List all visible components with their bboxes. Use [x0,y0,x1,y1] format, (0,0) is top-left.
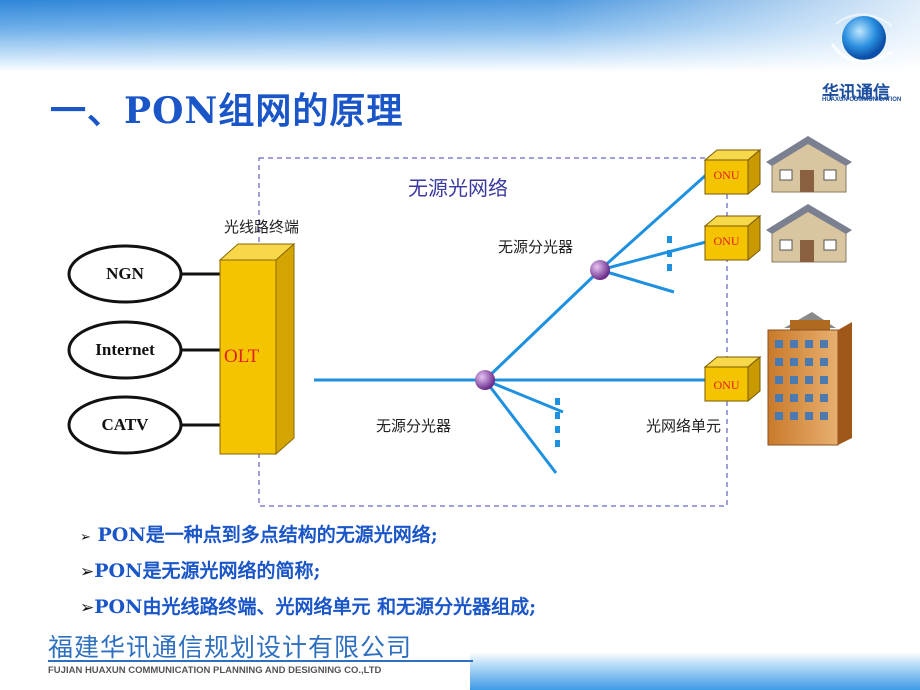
company-name: 福建华讯通信规划设计有限公司 [48,633,413,662]
bullet-arrow-icon: ➢ [80,530,91,545]
network-label: 无源光网络 [408,176,508,200]
olt-box [218,242,296,456]
onu-label-2: ONU [713,234,740,248]
splitter-top-label: 无源分光器 [498,238,574,256]
bullet-2: ➢PON是无源光网络的简称; [80,556,320,583]
brand-name: 华讯通信 [822,83,890,102]
splitter-bottom-label: 无源分光器 [376,417,452,435]
brand-name-en: HUAXUN COMMUNICATION [822,97,902,103]
bullet-arrow-icon: ➢ [80,598,95,618]
pon-diagram [67,136,852,507]
page-title: 一、PON组网的原理 [50,90,404,132]
splitter-top-icon [590,260,610,280]
house-icon [766,136,852,193]
splitter-bottom-icon [475,370,495,390]
service-catv-label: CATV [101,415,149,434]
company-name-en: FUJIAN HUAXUN COMMUNICATION PLANNING AND… [48,665,382,676]
onu-box-2 [703,214,762,262]
onu-label-3: ONU [713,378,740,392]
house-icon [766,204,852,263]
bullet-text: PON是一种点到多点结构的无源光网络; [90,524,438,546]
service-ngn-label: NGN [106,264,144,283]
onu-box-3 [703,355,762,403]
olt-caption: 光线路终端 [224,218,300,236]
bullet-arrow-icon: ➢ [80,562,95,582]
onu-caption: 光网络单元 [646,417,722,435]
network-boundary [258,157,728,507]
onu-box-1 [703,148,762,196]
bullet-1: ➢ PON是一种点到多点结构的无源光网络; [80,520,438,547]
footer-divider [48,660,473,662]
bullet-text: PON由光线路终端、光网络单元 和无源分光器组成; [94,596,537,618]
building-icon [767,312,852,446]
footer-band [470,652,920,690]
olt-label: OLT [224,346,260,367]
globe-logo-icon [830,13,893,63]
service-internet-label: Internet [95,340,155,359]
bullet-text: PON是无源光网络的简称; [94,560,321,582]
bullet-3: ➢PON由光线路终端、光网络单元 和无源分光器组成; [80,592,536,619]
header-band [0,0,920,72]
onu-label-1: ONU [713,168,740,182]
